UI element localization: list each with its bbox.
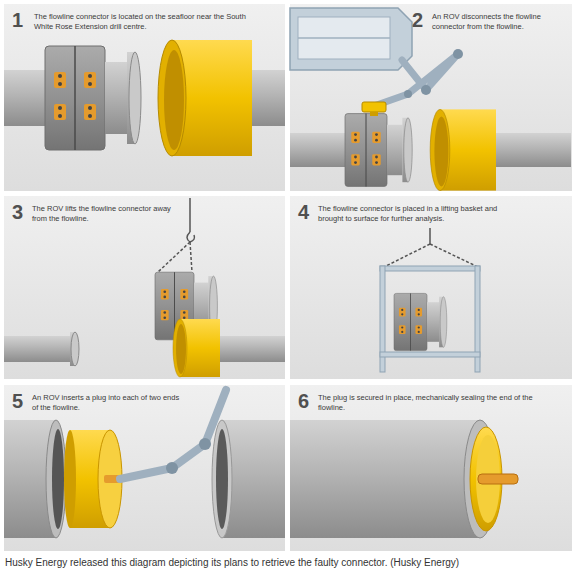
panel-5-scene-part [166, 462, 178, 474]
step-number: 6 [298, 389, 309, 413]
panel-3-scene-part [158, 242, 190, 272]
panel-2-scene-part [290, 8, 412, 70]
panel-1-scene-part [158, 40, 252, 156]
panel-grounds-part [4, 385, 285, 551]
step-panel: 6 The plug is secured in place, mechanica… [290, 385, 572, 551]
step-number: 3 [12, 200, 23, 224]
panel-2-scene-part [298, 37, 390, 39]
step-description: The flowline connector is located on the… [34, 12, 254, 31]
panel-6-scene-part [290, 420, 480, 538]
panel-grounds [4, 4, 572, 551]
panel-1-scene-part [45, 46, 141, 150]
panel-2-scene-part [374, 54, 458, 106]
panel-2-scene-part [430, 109, 496, 190]
panel-1-scene-part [4, 70, 48, 126]
panel-4-scene [380, 228, 480, 372]
panel-5-scene-part [46, 420, 66, 538]
step-number: 2 [412, 8, 423, 32]
panel-5-scene-part [64, 430, 76, 528]
panel-2-scene [290, 8, 571, 191]
panel-3-scene-part [173, 319, 220, 377]
panel-2-scene-part [404, 90, 412, 98]
panel-4-scene-part [380, 266, 480, 271]
panel-grounds-part [4, 4, 285, 191]
panel-2-scene-part [453, 49, 463, 59]
panel-2-scene-part [298, 17, 390, 59]
panel-2-scene-part [421, 85, 431, 95]
panel-3-scene-part [71, 332, 79, 366]
panel-4-scene-part [430, 244, 478, 267]
panel-4-scene-part [394, 293, 447, 350]
panel-3-scene-part [4, 336, 70, 362]
step-description: The plug is secured in place, mechanical… [318, 393, 558, 412]
step-panel: 2 An ROV disconnects the flowline connect… [290, 4, 572, 191]
step-number: 4 [298, 200, 309, 224]
panel-4-scene-part [429, 228, 431, 244]
step-description: The flowline connector is placed in a li… [318, 204, 518, 223]
step-description: An ROV disconnects the flowline connecto… [432, 12, 564, 31]
step-description: An ROV inserts a plug into each of two e… [32, 393, 182, 412]
panel-3-scene [4, 198, 285, 377]
panel-2-scene-part [362, 102, 386, 112]
panel-3-scene-part [189, 198, 191, 232]
step-number: 5 [12, 389, 23, 413]
panel-grounds-part [290, 385, 572, 551]
panel-6-scene [290, 420, 518, 538]
panel-4-scene-part [384, 244, 430, 267]
panel-2-scene-part [290, 133, 350, 167]
step-panel: 3 The ROV lifts the flowline connector aw… [4, 196, 285, 379]
step-number: 1 [12, 8, 23, 32]
panel-2-scene-part [345, 114, 412, 187]
panel-5-scene-part [120, 390, 226, 479]
step-panel: 1 The flowline connector is located on th… [4, 4, 285, 191]
panel-1-scene [4, 40, 285, 156]
step-panel: 5 An ROV inserts a plug into each of two … [4, 385, 285, 551]
panel-5-scene-part [199, 438, 211, 450]
panel-3-scene-part [190, 242, 192, 272]
step-panel: 4 The flowline connector is placed in a l… [290, 196, 572, 379]
panel-4-scene-part [380, 352, 480, 357]
panel-5-scene-part [52, 429, 64, 529]
panel-3-scene-part [215, 336, 285, 362]
panel-grounds-part [4, 196, 285, 379]
panel-5-scene [4, 390, 285, 538]
panel-3-scene-part [187, 232, 195, 242]
panel-grounds-part [290, 196, 572, 379]
panel-6-scene-part [478, 474, 518, 484]
figure-caption: Husky Energy released this diagram depic… [5, 556, 571, 569]
panel-5-scene-part [212, 420, 232, 538]
panel-5-scene-part [216, 429, 228, 529]
step-description: The ROV lifts the flowline connector awa… [32, 204, 172, 223]
panel-grounds-part [290, 4, 572, 191]
panel-2-scene-part [370, 112, 378, 116]
